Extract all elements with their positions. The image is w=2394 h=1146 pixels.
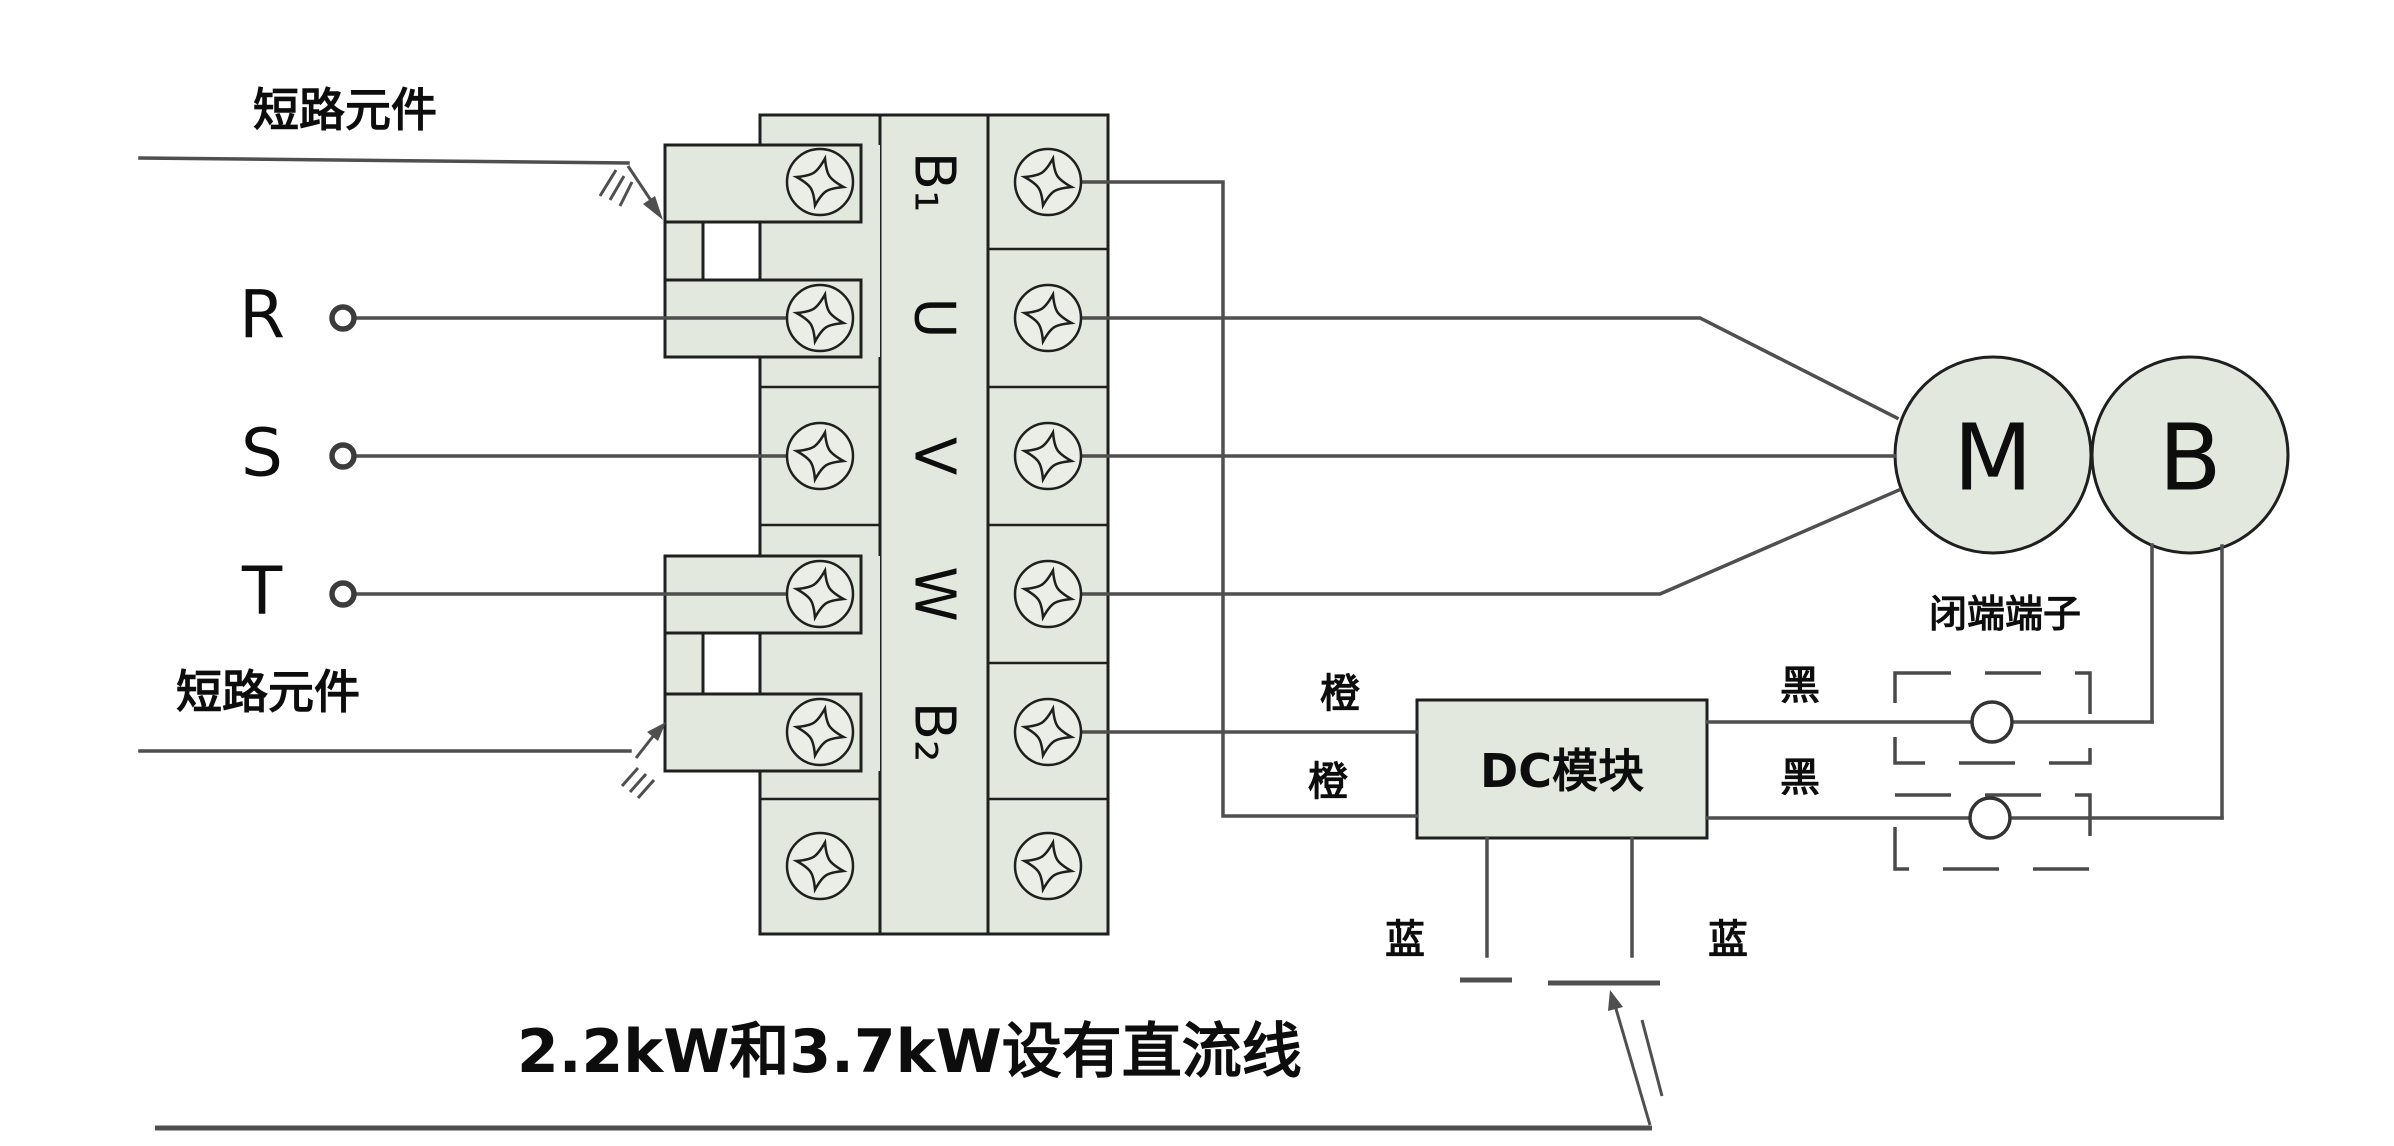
terminal-label-v: V xyxy=(902,437,967,475)
terminal-label-b1: B₁ xyxy=(902,152,967,213)
terminal-label-w: W xyxy=(902,566,967,621)
arrow-top-head xyxy=(643,196,663,220)
leader-short-circuit-top xyxy=(138,156,630,165)
label-motor: M xyxy=(1953,405,2032,512)
arrow-top-hatches xyxy=(598,169,634,207)
label-closed-end-terminal: 闭端端子 xyxy=(1929,592,2081,636)
label-brake: B xyxy=(2158,405,2221,512)
closed-end-terminal-circle-bottom xyxy=(1968,796,2012,840)
screw-right-v xyxy=(1013,421,1083,491)
label-wire-blue-left: 蓝 xyxy=(1385,917,1425,963)
components xyxy=(663,113,2290,936)
terminal-block-label-column xyxy=(878,113,990,936)
short-circuit-top-notch xyxy=(701,220,762,282)
screw-right-spare xyxy=(1013,831,1083,901)
label-input-t: T xyxy=(241,553,283,630)
label-wire-black-top: 黑 xyxy=(1780,663,1820,709)
labels: 短路元件 短路元件 R S T B₁ U V W B₂ M B DC模块 闭端端… xyxy=(176,83,2222,1087)
arrow-bottom-hatches xyxy=(620,767,656,799)
short-circuit-bottom-notch xyxy=(701,631,762,696)
wires xyxy=(138,156,2224,958)
note-arrow-shaft-2 xyxy=(1640,1019,1664,1097)
screw-right-u xyxy=(1013,283,1083,353)
label-wire-orange-bottom: 橙 xyxy=(1308,759,1349,805)
closed-end-terminal-box-top xyxy=(1893,671,2092,765)
screw-right-b2 xyxy=(1013,697,1083,767)
note-arrow-shaft xyxy=(1612,1001,1652,1126)
dc-module-box xyxy=(1415,698,1709,840)
brake-circle xyxy=(2090,355,2290,555)
input-terminals xyxy=(329,304,357,608)
screw-left-v xyxy=(785,421,855,491)
screw-right-b1 xyxy=(1013,147,1083,217)
closed-end-terminal-circle-top xyxy=(1970,700,2014,744)
label-wire-black-bottom: 黑 xyxy=(1780,755,1820,801)
screw-left-b2 xyxy=(785,697,855,767)
terminal-dot-r xyxy=(329,304,357,332)
label-short-circuit-top: 短路元件 xyxy=(253,83,437,137)
closed-end-terminals xyxy=(1893,671,2092,871)
label-note: 2.2kW和3.7kW设有直流线 xyxy=(517,1017,1302,1087)
label-dc-module: DC模块 xyxy=(1480,744,1644,798)
label-input-r: R xyxy=(239,277,285,354)
label-input-s: S xyxy=(241,415,283,492)
note-arrow-head xyxy=(1608,990,1623,1011)
closed-end-terminal-box-bottom xyxy=(1893,793,2092,871)
wire-w-to-motor xyxy=(1046,487,1902,596)
screw-left-b1 xyxy=(785,147,855,217)
pointer-arrows xyxy=(598,165,1664,1126)
terminal-label-b2: B₂ xyxy=(902,702,967,763)
terminal-dot-s xyxy=(329,442,357,470)
terminal-label-u: U xyxy=(902,298,967,339)
screw-left-w xyxy=(785,559,855,629)
wire-b1-to-dc-module xyxy=(1046,180,1419,818)
screw-left-spare xyxy=(785,831,855,901)
dc-line-terminals xyxy=(155,977,1660,1131)
label-short-circuit-bottom: 短路元件 xyxy=(176,665,360,719)
arrow-bottom-head xyxy=(647,722,666,741)
screw-left-u xyxy=(785,283,855,353)
wire-u-to-motor xyxy=(1046,316,1900,421)
screw-right-w xyxy=(1013,559,1083,629)
label-wire-orange-top: 橙 xyxy=(1320,671,1361,717)
label-wire-blue-right: 蓝 xyxy=(1708,917,1748,963)
terminal-dot-t xyxy=(329,580,357,608)
